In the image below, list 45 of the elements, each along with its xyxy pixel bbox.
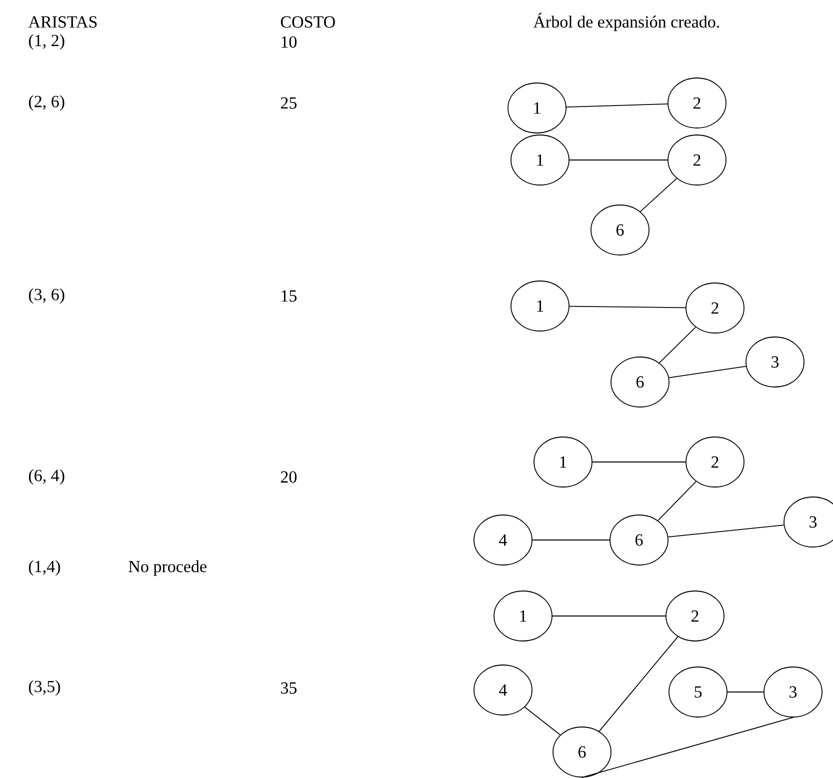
table-cell: (1, 2) bbox=[28, 34, 64, 50]
table-cell: No procede bbox=[128, 560, 206, 576]
graph-vertex: 6 bbox=[552, 726, 612, 778]
graph-edge bbox=[566, 103, 668, 108]
graph-vertex: 1 bbox=[494, 590, 552, 642]
graph-vertex: 2 bbox=[668, 134, 726, 186]
graph-vertex: 1 bbox=[534, 436, 592, 488]
graph-edge bbox=[582, 717, 794, 778]
graph-vertex: 6 bbox=[610, 514, 668, 566]
table-cell: 10 bbox=[282, 36, 297, 48]
table-cell: 15 bbox=[282, 290, 297, 302]
graph-edge bbox=[658, 326, 696, 364]
table-cell: (3, 6) bbox=[28, 288, 64, 304]
graph-vertex: 3 bbox=[764, 666, 822, 718]
graph-vertex: 3 bbox=[746, 336, 804, 388]
graph-vertex: 3 bbox=[784, 496, 833, 548]
table-cell: 25 bbox=[280, 97, 297, 109]
graph-vertex: 1 bbox=[508, 82, 566, 134]
graph-vertex: 2 bbox=[686, 436, 744, 488]
graph-vertex: 1 bbox=[510, 134, 570, 186]
table-cell: (2, 6) bbox=[28, 95, 64, 111]
graph-edge bbox=[668, 366, 746, 378]
graph-edge bbox=[640, 178, 678, 212]
graph-edge bbox=[668, 524, 784, 538]
column-header: COSTO bbox=[280, 16, 335, 28]
table-cell: (1,4) bbox=[28, 560, 60, 576]
table-cell: (6, 4) bbox=[28, 469, 64, 485]
graph-vertex: 2 bbox=[666, 590, 724, 642]
column-header: Árbol de expansión creado. bbox=[533, 12, 720, 32]
table-cell: 35 bbox=[281, 682, 297, 694]
graph-edge bbox=[569, 306, 686, 308]
table-cell: (3,5) bbox=[28, 680, 60, 696]
graph-vertex: 6 bbox=[610, 356, 670, 408]
graph-vertex: 2 bbox=[686, 282, 744, 334]
table-cell: 20 bbox=[280, 471, 297, 483]
graph-edge bbox=[658, 481, 696, 521]
graph-vertex: 4 bbox=[474, 664, 532, 716]
graph-vertex: 4 bbox=[474, 514, 532, 566]
graph-vertex: 2 bbox=[668, 78, 726, 128]
graph-edge bbox=[524, 706, 561, 736]
graph-edge bbox=[598, 636, 678, 732]
column-header: ARISTAS bbox=[28, 16, 97, 28]
graph-vertex: 6 bbox=[590, 204, 650, 256]
graph-vertex: 5 bbox=[668, 666, 728, 718]
graph-vertex: 1 bbox=[510, 280, 570, 332]
